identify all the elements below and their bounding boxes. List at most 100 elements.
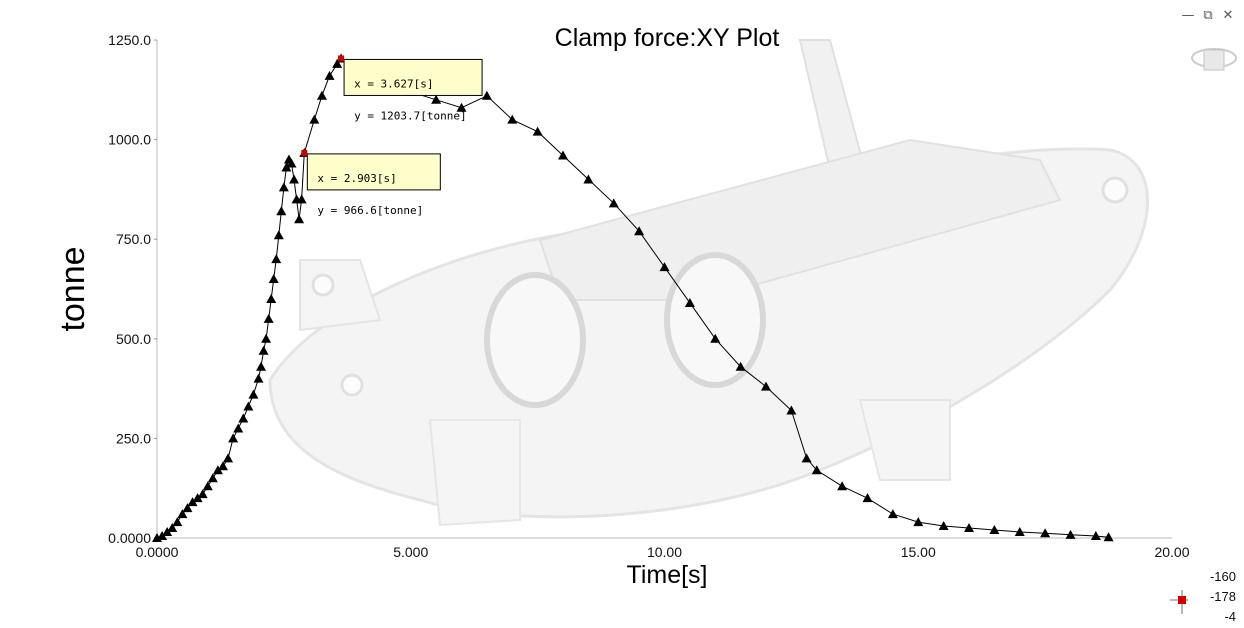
data-point-marker [634, 226, 645, 236]
data-point-marker [207, 473, 218, 483]
data-point-marker [223, 453, 234, 463]
y-tick-labels: 0.0000 250.0 500.0 750.0 1000.0 1250.0 [108, 32, 157, 546]
data-point-marker [268, 274, 279, 284]
data-point-marker [157, 531, 168, 541]
data-point-marker [862, 493, 873, 503]
tooltip-box [343, 58, 483, 96]
data-point-marker [332, 58, 343, 68]
data-point-marker [233, 423, 244, 433]
minimize-icon[interactable]: — [1181, 8, 1195, 23]
data-point-marker [481, 90, 492, 100]
x-tick-label: 20.00 [1154, 544, 1189, 560]
data-point-marker [309, 114, 320, 124]
data-point-marker [187, 497, 198, 507]
data-point-marker [271, 254, 282, 264]
data-point-marker [217, 461, 228, 471]
data-point-marker [273, 230, 284, 240]
y-tick-label: 750.0 [116, 231, 151, 247]
y-tick-label: 250.0 [116, 430, 151, 446]
highlight-marker [301, 149, 308, 156]
y-axis-title: tonne [54, 246, 92, 331]
data-point-marker [1014, 527, 1025, 537]
data-point-marker [1090, 531, 1101, 541]
data-point-marker [261, 333, 272, 343]
data-point-marker [786, 405, 797, 415]
data-point-marker [263, 313, 274, 323]
tooltip-y-text: y = 966.6[tonne] [317, 204, 423, 217]
data-point-marker [532, 126, 543, 136]
data-point-marker [258, 345, 269, 355]
data-point-marker [1040, 528, 1051, 538]
axis-triad-icon [1170, 590, 1188, 614]
data-point-marker [735, 361, 746, 371]
data-point-marker [238, 413, 249, 423]
data-point-marker [710, 333, 721, 343]
data-point-marker [212, 465, 223, 475]
view-cube-icon[interactable] [1191, 48, 1237, 71]
data-point-marker [278, 182, 289, 192]
restore-icon[interactable]: ⧉ [1203, 8, 1213, 23]
x-tick-label: 0.0000 [136, 544, 179, 560]
orientation-value-3: -4 [1224, 609, 1236, 624]
data-point-marker [659, 262, 670, 272]
tooltip-y-text: y = 1203.7[tonne] [354, 109, 467, 122]
data-point-marker [266, 293, 277, 303]
data-point-marker [324, 70, 335, 80]
data-point-marker [276, 206, 287, 216]
data-point-marker [167, 523, 178, 533]
y-tick-label: 0.0000 [108, 530, 151, 546]
background-part-model [268, 39, 1149, 527]
data-point-marker [507, 114, 518, 124]
data-point-marker [243, 401, 254, 411]
data-point-marker [938, 521, 949, 531]
y-tick-label: 500.0 [116, 331, 151, 347]
data-point-marker [192, 493, 203, 503]
data-point-marker [202, 481, 213, 491]
highlight-marker [338, 55, 345, 62]
data-point-marker [431, 94, 442, 104]
tooltip-x-text: x = 3.627[s] [354, 77, 433, 90]
data-tooltip: x = 2.903[s] y = 966.6[tonne] [306, 153, 441, 217]
x-tick-label: 5.000 [393, 544, 428, 560]
data-point-marker [684, 297, 695, 307]
data-point-marker [296, 194, 307, 204]
data-point-marker [172, 517, 183, 527]
data-point-marker [583, 174, 594, 184]
data-point-marker [1065, 529, 1076, 539]
data-point-marker [289, 174, 300, 184]
data-point-marker [177, 509, 188, 519]
close-icon[interactable]: ✕ [1222, 8, 1234, 23]
data-point-marker [286, 158, 297, 168]
data-point-marker [294, 214, 305, 224]
data-point-marker [558, 150, 568, 160]
orientation-value-1: -160 [1209, 569, 1236, 584]
axes [156, 40, 1172, 539]
data-point-marker [913, 517, 924, 527]
y-tick-label: 1250.0 [108, 32, 151, 48]
data-point-marker [811, 465, 822, 475]
series-markers [152, 53, 1114, 542]
tooltip-box [306, 153, 441, 191]
x-axis-title: Time[s] [626, 561, 707, 589]
data-point-marker [887, 509, 898, 519]
data-point-marker [182, 503, 193, 513]
data-point-marker [801, 453, 812, 463]
data-tooltip: x = 3.627[s] y = 1203.7[tonne] [343, 58, 483, 122]
data-point-marker [989, 525, 1000, 535]
orientation-value-2: -178 [1209, 589, 1236, 604]
tooltip-x-text: x = 2.903[s] [317, 172, 396, 185]
data-point-marker [837, 481, 848, 491]
data-point-marker [1103, 532, 1114, 542]
data-point-marker [281, 162, 292, 172]
data-point-marker [253, 373, 264, 383]
y-tick-label: 1000.0 [108, 132, 151, 148]
data-point-marker [228, 433, 239, 443]
x-tick-label: 15.00 [901, 544, 936, 560]
data-point-marker [256, 361, 267, 371]
data-point-marker [197, 489, 208, 499]
data-point-marker [608, 198, 619, 208]
data-point-marker [316, 90, 327, 100]
data-point-marker [162, 527, 173, 537]
